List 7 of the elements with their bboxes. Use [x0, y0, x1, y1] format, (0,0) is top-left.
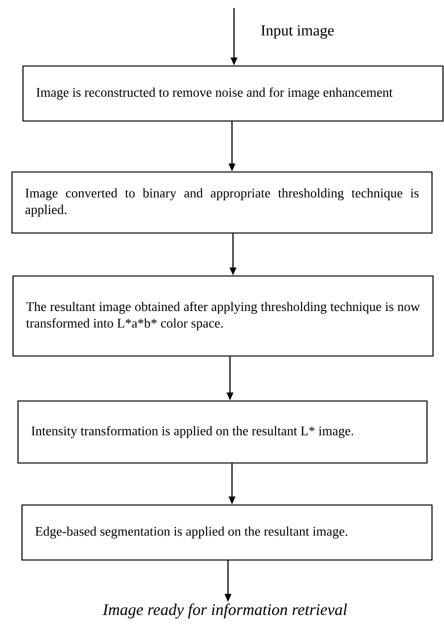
process-box: Image is reconstructed to remove noise and for image enhancement — [22, 65, 444, 122]
process-box: The resultant image obtained after applying thresholding technique is now transformed into L*a*b* color space. — [12, 275, 434, 357]
process-box: Intensity transformation is applied on the resultant L* image. — [17, 400, 428, 464]
output-text: Image ready for information retrieval — [102, 604, 347, 618]
process-box: Edge-based segmentation is applied on the resultant image. — [21, 504, 433, 561]
process-box: Image converted to binary and appropriate thresholding technique is applied. — [11, 171, 433, 234]
input-label: Input image — [261, 25, 334, 39]
